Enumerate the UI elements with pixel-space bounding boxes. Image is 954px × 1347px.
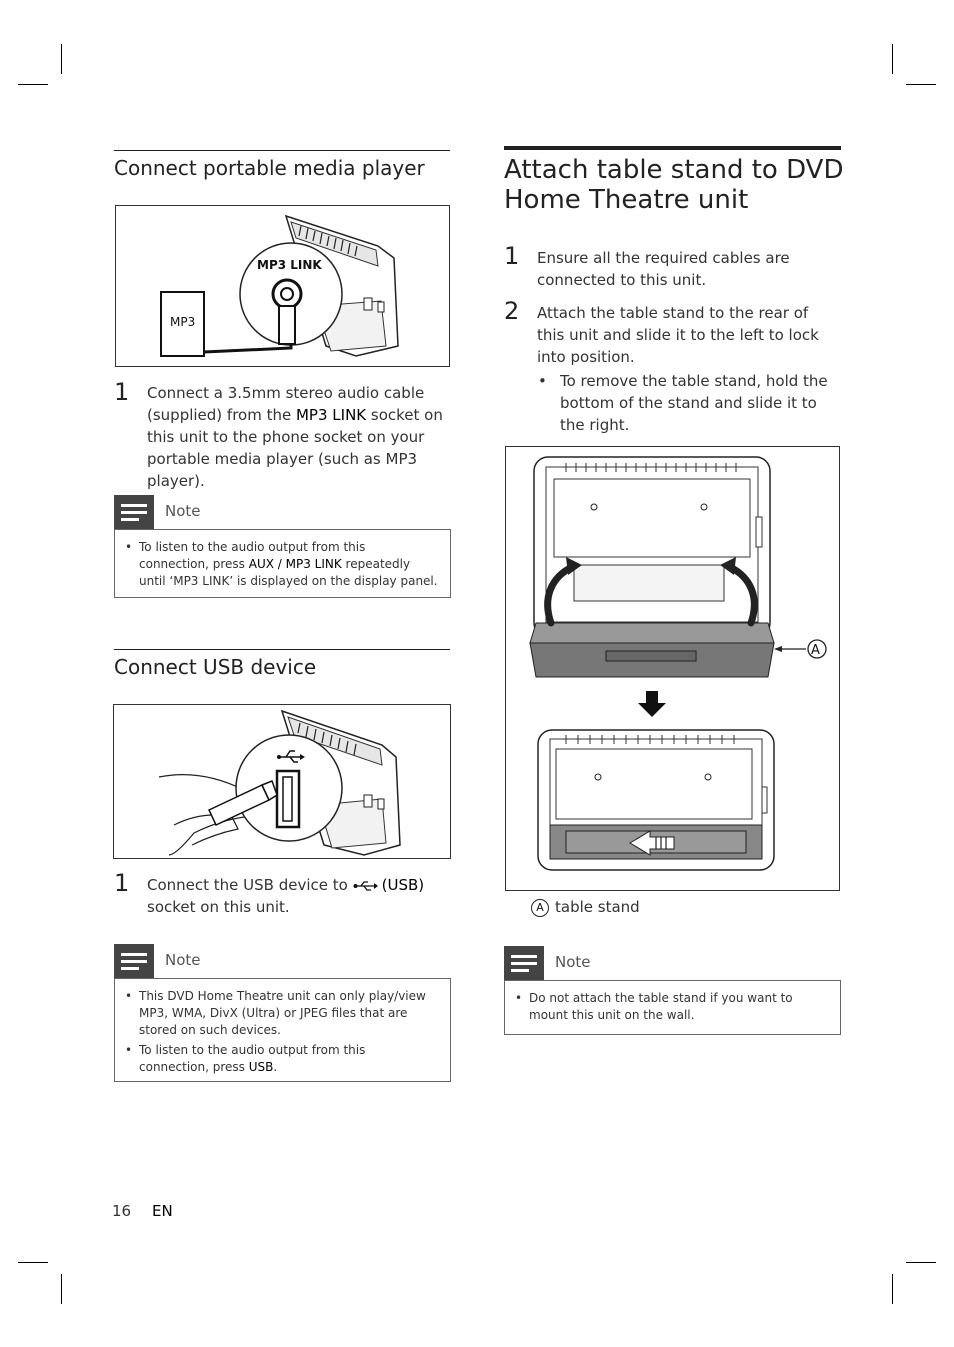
note-label: Note (165, 951, 201, 969)
figure-mp3-connection: MP3 MP3 LINK (115, 205, 450, 367)
note-header: Note (504, 946, 841, 980)
section-heading-portable-player: Connect portable media player (114, 156, 425, 180)
crop-mark (61, 44, 62, 74)
legend-marker: A (531, 899, 549, 917)
usb-connection-illustration (158, 709, 401, 856)
crop-mark (18, 1262, 48, 1263)
callout-a-label: A (811, 643, 820, 658)
legend-text: table stand (555, 898, 640, 916)
step-text-attach: Attach the table stand to the rear of th… (537, 304, 819, 366)
section-heading-usb: Connect USB device (114, 655, 317, 679)
note-box-stand: Do not attach the table stand if you wan… (504, 980, 841, 1035)
mp3-device-label: MP3 (170, 315, 195, 329)
step-text-mp3: Connect a 3.5mm stereo audio cable (supp… (147, 384, 443, 490)
mp3-connection-illustration: MP3 MP3 LINK (160, 214, 399, 357)
note-icon (114, 495, 154, 529)
crop-mark (906, 84, 936, 85)
crop-mark (61, 1274, 62, 1304)
note-header: Note (114, 944, 450, 978)
usb-icon (353, 880, 378, 891)
note-item: To listen to the audio output from this … (125, 1042, 438, 1076)
note-icon (504, 946, 544, 980)
figure-table-stand: A (505, 446, 840, 891)
section-rule (114, 649, 450, 650)
section-rule (114, 150, 450, 151)
step-number: 1 (114, 378, 130, 406)
heading-rule (504, 146, 841, 150)
note-item: To listen to the audio output from this … (125, 539, 438, 590)
table-stand-illustration: A (529, 456, 827, 871)
note-label: Note (555, 953, 591, 971)
step-number: 1 (504, 242, 520, 270)
page-heading: Attach table stand to DVD Home Theatre u… (504, 155, 844, 215)
note-icon (114, 944, 154, 978)
crop-mark (892, 1274, 893, 1304)
note-box-mp3: To listen to the audio output from this … (114, 529, 451, 598)
note-item: This DVD Home Theatre unit can only play… (125, 988, 438, 1039)
step-text-cables: Ensure all the required cables are conne… (537, 249, 790, 289)
step-number: 1 (114, 869, 130, 897)
note-header: Note (114, 495, 450, 529)
sub-bullet-remove: To remove the table stand, hold the bott… (538, 370, 836, 436)
crop-mark (892, 44, 893, 74)
note-label: Note (165, 502, 201, 520)
crop-mark (906, 1262, 936, 1263)
mp3-link-socket-label: MP3 LINK (257, 258, 322, 272)
step-text-usb: Connect the USB device to (USB) socket o… (147, 876, 425, 916)
note-box-usb: This DVD Home Theatre unit can only play… (114, 978, 451, 1082)
note-item: Do not attach the table stand if you wan… (515, 990, 828, 1024)
language-code: EN (152, 1202, 173, 1220)
step-number: 2 (504, 297, 520, 325)
figure-usb-connection (113, 704, 451, 859)
crop-mark (18, 84, 48, 85)
page-number: 16 (112, 1202, 132, 1220)
